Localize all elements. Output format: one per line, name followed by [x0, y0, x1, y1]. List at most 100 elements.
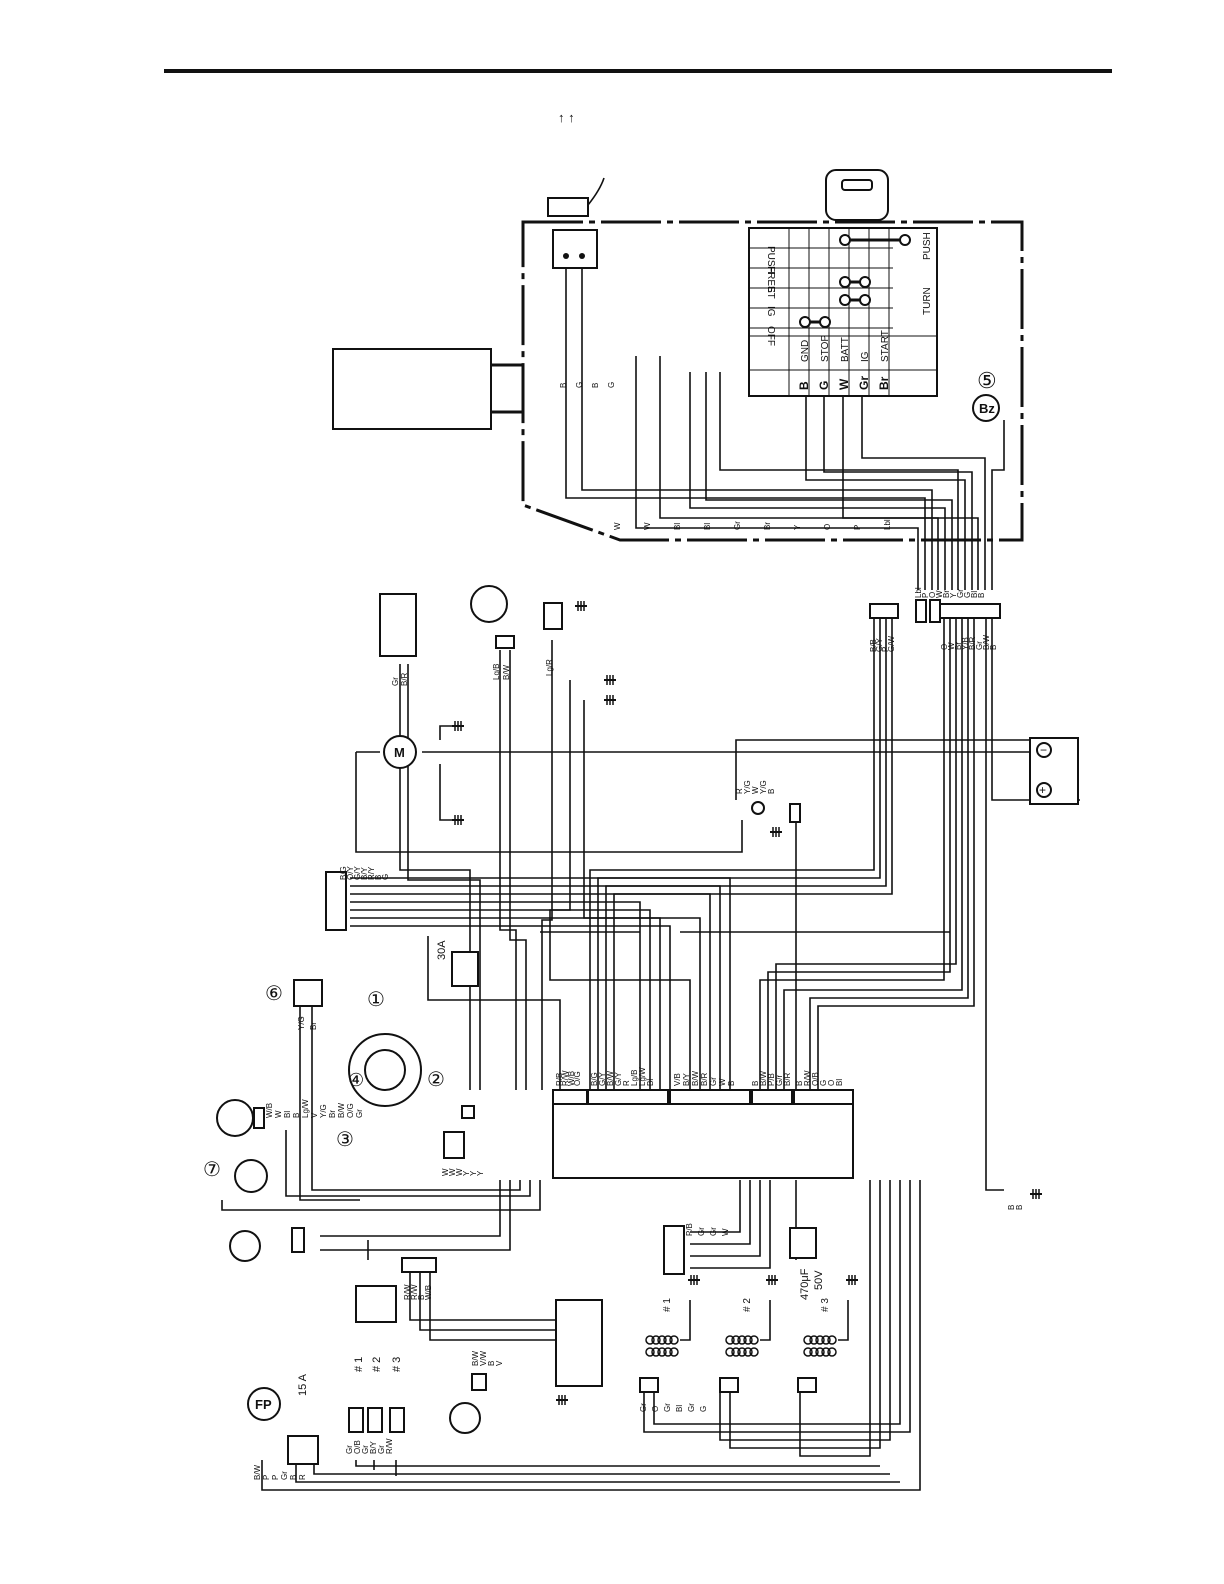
coil-connector [797, 1377, 817, 1393]
ecu-row5-4: G [819, 1080, 828, 1086]
harness-mid-8: B [989, 645, 998, 650]
injector-2-label: # 2 [371, 1357, 383, 1372]
thermo-sensor-icon [229, 1230, 261, 1262]
coil-label-3: # 3 [820, 1298, 831, 1312]
coil-winding [749, 1347, 759, 1357]
inj-6: R/W [385, 1438, 394, 1454]
starter-3: G/Y [353, 866, 362, 880]
coil-winding [815, 1335, 825, 1345]
cdi-4: W/B [424, 1285, 433, 1300]
harness-left-3: P [881, 647, 890, 652]
capacitor-icon [789, 1227, 817, 1259]
pulser-2: V/W [479, 1350, 488, 1366]
harness-mid-7: B/W [982, 634, 991, 650]
harness-left-4: G/W [887, 636, 896, 652]
solenoid-valve [543, 602, 563, 630]
switch-row-push: PUSH [765, 246, 776, 274]
switch-panel: PUSHFREESTIGOFFGNDBSTOPGBATTWIGGrSTARTBr… [332, 169, 1024, 542]
callout-1: ① [367, 989, 385, 1011]
coil-winding [743, 1335, 753, 1345]
harness-top-1: Lbl [914, 587, 923, 598]
capacitor-value: 470μF [799, 1268, 811, 1300]
harness-top-9: Bl [970, 591, 979, 598]
stop-switch [547, 177, 605, 269]
coil-winding [645, 1347, 655, 1357]
fp-3: P [271, 1475, 280, 1480]
switch-3: Gr [709, 1227, 718, 1236]
switch-contact [799, 316, 811, 328]
oil-sensor-icon [234, 1159, 268, 1193]
coil-label-1: # 1 [662, 1298, 673, 1312]
coil-lead [838, 1300, 849, 1341]
switch-contact [819, 316, 831, 328]
cdi-1: R/W [403, 1284, 412, 1300]
comp-left-2: W [274, 1110, 283, 1118]
ecu-row2-4: G/Y [614, 1072, 623, 1086]
main-switch-table: PUSHFREESTIGOFFGNDBSTOPGBATTWIGGrSTARTBr… [748, 169, 938, 397]
ecu-row1-3: W/B [567, 1071, 576, 1086]
callout-5: ⑤ [977, 368, 997, 393]
fuse-15a-label: 15 A [297, 1373, 309, 1396]
relay-3: W [751, 786, 760, 794]
harness-connector-b [939, 603, 1001, 619]
coil-winding [663, 1335, 673, 1345]
ecu-row4-3: P/B [767, 1073, 776, 1086]
ecu-row5-5: O [827, 1080, 836, 1086]
harness-left-1: B/B [869, 639, 878, 652]
harness-mid-5: B/R [968, 636, 977, 650]
harness-mid-6: Gr [975, 641, 984, 650]
coil-winding [657, 1335, 667, 1345]
ecu-connector-2 [587, 1089, 669, 1105]
switch-contact [899, 234, 911, 246]
stator-3: W [455, 1168, 464, 1176]
switch-code-3: W [837, 378, 851, 390]
ecu-row3-7: B [727, 1081, 736, 1086]
relay-4: Y/G [759, 780, 768, 794]
coil-winding [657, 1347, 667, 1357]
misc-2: W [643, 522, 652, 530]
comp-left-5: Lg/W [301, 1099, 310, 1118]
switch-4: W [721, 1228, 730, 1236]
starter-2: O/Y [346, 866, 355, 880]
comp-left-8: Br [328, 1110, 337, 1118]
starter-5: R/Y [367, 866, 376, 880]
motor-label: M [394, 745, 405, 760]
switch-col-4: IG [860, 351, 871, 362]
switch-row-free: FREE [765, 266, 776, 293]
ecu-connector-5 [793, 1089, 854, 1105]
callout-4: ④ [348, 1070, 364, 1090]
comp-left-9: B/W [337, 1102, 346, 1118]
harness-mid-2: W [947, 642, 956, 650]
comp-left-7: Y/G [319, 1104, 328, 1118]
inj-3: Gr [361, 1445, 370, 1454]
harness-top-4: W [935, 590, 944, 598]
buzzer-icon [972, 394, 1000, 422]
ecu-row2-8: Bl [646, 1079, 655, 1086]
switch-contact [839, 276, 851, 288]
stator-1: W [441, 1168, 450, 1176]
coil-winding [651, 1335, 661, 1345]
coil-winding [815, 1347, 825, 1357]
switch-col-1: GND [800, 340, 811, 362]
temp-sensor-icon [470, 585, 508, 623]
relay-1: R [735, 788, 744, 794]
ign-5: Gr [687, 1403, 696, 1412]
ecu-row5-1: B [795, 1081, 804, 1086]
cdi-3: B [417, 1295, 426, 1300]
ground-1: B [1007, 1205, 1016, 1210]
comp6-2: Br [309, 1022, 318, 1030]
switch-row-st: ST [765, 286, 776, 299]
ecu-row4-4: G/r [775, 1075, 784, 1086]
harness-top-10: B [977, 593, 986, 598]
coil-label-2: # 2 [742, 1298, 753, 1312]
relay-connector [789, 803, 801, 823]
ignition-module [555, 1299, 603, 1387]
coil-winding [651, 1347, 661, 1357]
ecu-row3-5: Gr [709, 1077, 718, 1086]
battery-pos: + [1039, 783, 1046, 797]
switch-2: Gr [697, 1227, 706, 1236]
switch-col-5: START [880, 330, 891, 362]
switch-col-2: STOP [820, 335, 831, 362]
ecu-row5-6: Bl [835, 1079, 844, 1086]
